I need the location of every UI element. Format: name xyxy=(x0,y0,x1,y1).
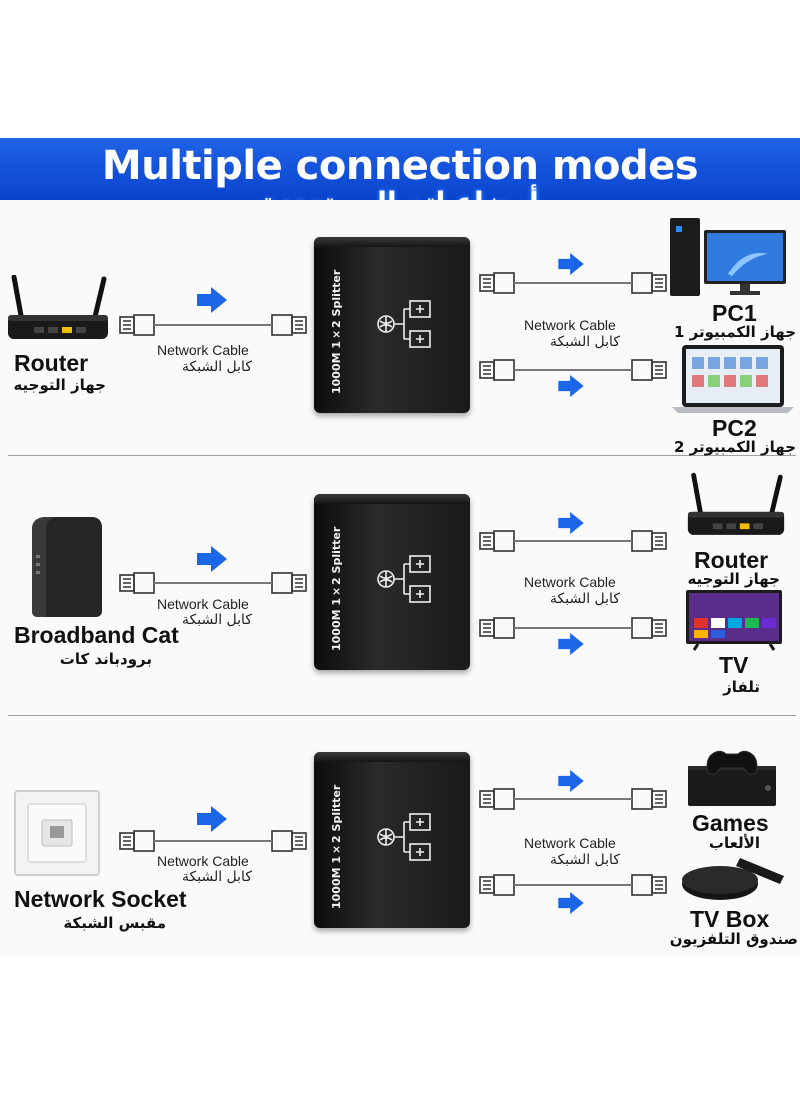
network-cable xyxy=(479,617,667,639)
network-topology-icon xyxy=(377,813,431,861)
output-label-ar: جهاز الكمبيوتر 2 xyxy=(673,438,796,456)
banner-title: Multiple connection modes xyxy=(101,143,699,189)
output-label: TV xyxy=(719,652,749,678)
output-label-ar: جهاز التوجيه xyxy=(687,570,780,588)
network-cable xyxy=(479,272,667,294)
output-label: Games xyxy=(692,810,769,836)
arrow-right-icon xyxy=(197,806,227,832)
output-label-ar: تلفاز xyxy=(723,678,760,696)
splitter-label: 1000M 1×2 Splitter xyxy=(330,784,343,910)
desktop-pc-icon xyxy=(670,218,786,296)
arrow-right-icon xyxy=(197,546,227,572)
splitter-device: 1000M 1×2 Splitter xyxy=(314,752,470,928)
network-cable xyxy=(479,788,667,810)
splitter-device: 1000M 1×2 Splitter xyxy=(314,494,470,670)
cable-label: Network Cable xyxy=(157,853,249,869)
cable-label: Network Cable xyxy=(524,835,616,851)
modem-icon xyxy=(32,517,102,617)
splitter-top-edge xyxy=(314,237,470,247)
cable-label-ar: كابل الشبكة xyxy=(550,852,620,868)
section-divider xyxy=(8,715,796,716)
network-cable xyxy=(479,874,667,896)
source-label-ar: جهاز التوجيه xyxy=(13,376,106,394)
tv-icon xyxy=(686,590,782,651)
arrow-right-icon xyxy=(197,287,227,313)
game-console-icon xyxy=(688,750,776,806)
tv-box-icon xyxy=(682,858,784,900)
splitter-top-edge xyxy=(314,494,470,504)
arrow-right-icon xyxy=(558,512,584,534)
arrow-right-icon xyxy=(558,633,584,655)
arrow-right-icon xyxy=(558,375,584,397)
network-topology-icon xyxy=(377,300,431,348)
cable-label: Network Cable xyxy=(524,317,616,333)
cable-label: Network Cable xyxy=(524,574,616,590)
splitter-label: 1000M 1×2 Splitter xyxy=(330,269,343,395)
network-cable xyxy=(119,830,307,852)
network-topology-icon xyxy=(377,555,431,603)
title-banner xyxy=(0,138,800,200)
source-label: Router xyxy=(14,350,89,376)
network-cable xyxy=(479,530,667,552)
output-label: PC1 xyxy=(712,300,757,326)
output-label-ar: جهاز الكمبيوتر 1 xyxy=(673,323,796,341)
splitter-top-edge xyxy=(314,752,470,762)
output-label: PC2 xyxy=(712,415,757,441)
arrow-right-icon xyxy=(558,892,584,914)
source-label-ar: مقبس الشبكة xyxy=(63,914,166,932)
splitter-label: 1000M 1×2 Splitter xyxy=(330,526,343,652)
section-divider xyxy=(8,455,796,456)
output-label-ar: الألعاب xyxy=(708,834,760,852)
source-label: Broadband Cat xyxy=(14,622,179,648)
output-label-ar: صندوق التلفزيون xyxy=(669,930,798,948)
router-icon xyxy=(8,275,108,339)
network-cable xyxy=(119,314,307,336)
cable-label: Network Cable xyxy=(157,342,249,358)
wall-socket-icon xyxy=(14,790,100,876)
output-label: TV Box xyxy=(690,906,770,932)
arrow-right-icon xyxy=(558,770,584,792)
cable-label: Network Cable xyxy=(157,596,249,612)
laptop-icon xyxy=(672,345,794,413)
splitter-device: 1000M 1×2 Splitter xyxy=(314,237,470,413)
network-cable xyxy=(479,359,667,381)
source-label-ar: برودباند كات xyxy=(59,650,152,668)
cable-label-ar: كابل الشبكة xyxy=(182,869,252,885)
network-cable xyxy=(119,572,307,594)
arrow-right-icon xyxy=(558,253,584,275)
router-icon xyxy=(687,472,785,535)
source-label: Network Socket xyxy=(14,886,187,912)
output-label: Router xyxy=(694,547,769,573)
cable-label-ar: كابل الشبكة xyxy=(550,591,620,607)
cable-label-ar: كابل الشبكة xyxy=(550,334,620,350)
cable-label-ar: كابل الشبكة xyxy=(182,612,252,628)
cable-label-ar: كابل الشبكة xyxy=(182,359,252,375)
